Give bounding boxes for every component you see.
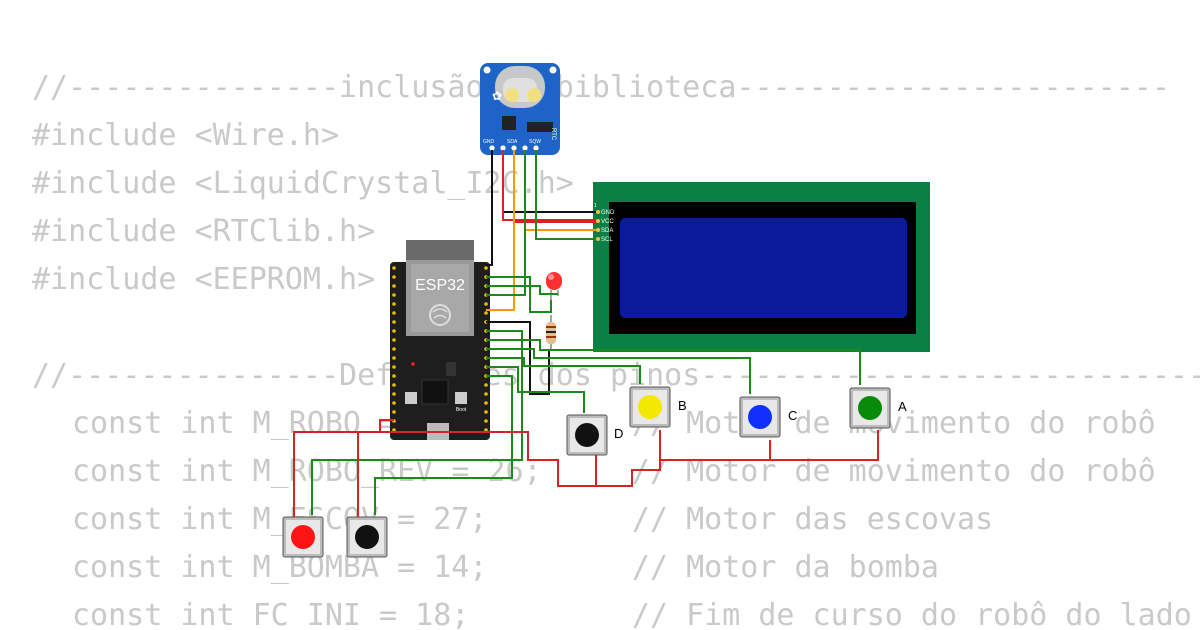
pushbutton-red[interactable] (282, 516, 324, 558)
code-line: #include <Wire.h> (32, 118, 340, 153)
button-label: B (678, 398, 687, 413)
esp32-header-left (392, 266, 396, 432)
resistor (546, 315, 556, 350)
code-line: #include <LiquidCrystal_I2C.h> (32, 166, 574, 201)
esp32-label: ESP32 (415, 277, 465, 294)
pushbutton-d[interactable]: D (566, 414, 623, 456)
button-label: C (788, 408, 797, 423)
rtc-pin-label: SDA (507, 139, 518, 145)
code-line: //---------------Definições dos pinos---… (32, 358, 1200, 393)
rtc-pin-label: SQW (529, 139, 541, 145)
code-line: #include <RTClib.h> (32, 214, 376, 249)
pushbutton-c[interactable]: C (739, 396, 797, 438)
lcd-pin-label: GND (601, 210, 615, 216)
rtc-module[interactable]: ✿ RTC GND SDA SQW (480, 63, 560, 155)
boot-button[interactable] (455, 392, 467, 404)
code-line: const int M_BOMBA = 14; // Motor da bomb… (72, 550, 939, 585)
code-line: const int FC_INI = 18; // Fim de curso d… (72, 598, 1192, 630)
red-led[interactable] (546, 272, 562, 300)
pushbutton-black[interactable] (346, 516, 388, 558)
rtc-pins: GND SDA SQW (483, 139, 541, 151)
pushbutton-b[interactable]: B (629, 386, 687, 428)
lcd-pin-label: VCC (601, 219, 614, 225)
rtc-pin-label: GND (483, 139, 495, 145)
code-line: const int M_ESCOV = 27; // Motor das esc… (72, 502, 994, 537)
code-line: #include <EEPROM.h> (32, 262, 376, 297)
adafruit-star-icon: ✿ (492, 89, 502, 103)
lcd-display[interactable]: 1 GND VCC SDA SCL (593, 182, 930, 352)
en-button[interactable] (405, 392, 417, 404)
pushbutton-a[interactable]: A (849, 387, 907, 429)
lcd-pin-number: 1 (594, 203, 597, 209)
boot-label: Boot (456, 407, 467, 413)
lcd-pin-label: SCL (601, 237, 613, 243)
lcd-pins: GND VCC SDA SCL (596, 210, 615, 243)
rtc-label: RTC (550, 128, 556, 141)
espressif-logo-icon (429, 304, 451, 326)
wires (293, 150, 879, 520)
esp32-board[interactable]: ESP32 Boot (390, 240, 490, 440)
button-label: D (614, 426, 623, 441)
lcd-pin-label: SDA (601, 228, 613, 234)
button-label: A (898, 399, 907, 414)
code-line: const int M_ROBO_REV = 26; // Motor de m… (72, 454, 1156, 489)
